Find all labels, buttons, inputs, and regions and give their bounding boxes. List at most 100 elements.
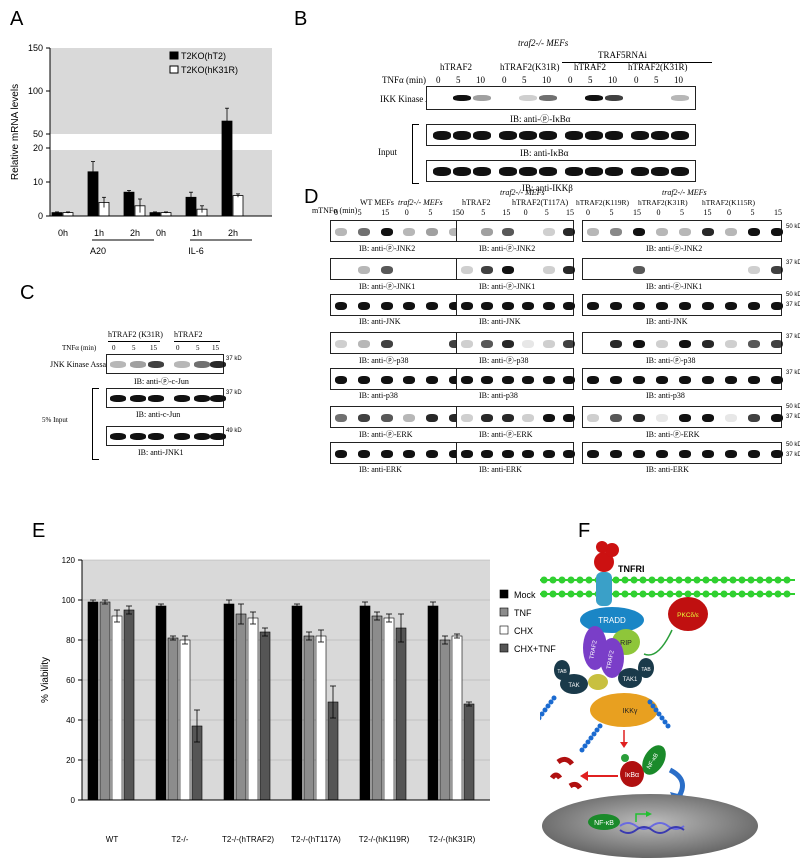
ubiquitin-icon — [591, 731, 597, 737]
blot-band — [357, 340, 370, 348]
bar — [291, 605, 303, 801]
c-caption-1: IB: anti-ⓟ-c-Jun — [134, 377, 189, 386]
b-input-label: Input — [378, 147, 397, 157]
blot-band — [725, 340, 737, 348]
blot-band — [110, 433, 126, 440]
legend-swatch — [499, 625, 509, 635]
b-caption-2: IB: anti-IκBα — [520, 148, 569, 158]
blot-band — [449, 450, 461, 458]
d-caption: IB: anti-ⓟ-JNK1 — [646, 282, 703, 291]
y-tick-label: 100 — [28, 86, 43, 96]
x-tick-label: WT — [106, 835, 119, 844]
d-blot-row-3 — [456, 332, 575, 354]
blot-band — [610, 376, 622, 384]
panel-f-diagram: TNFRI TRADD PKCδ/ε RIP TRAF2 TRAF2 TAK T… — [540, 541, 795, 858]
d-kd-marker: 37 kD — [786, 334, 800, 340]
d-caption: IB: anti-ⓟ-ERK — [479, 430, 533, 439]
blot-band — [656, 376, 668, 384]
blot-band — [771, 302, 783, 310]
c-lane-time: 5 — [132, 344, 136, 352]
d-caption: IB: anti-ERK — [479, 465, 522, 474]
blot-band — [130, 361, 146, 368]
x-tick-label: T2-/-(hT117A) — [291, 835, 341, 844]
y-tick-label: 50 — [33, 129, 43, 139]
blot-band — [449, 414, 461, 422]
blot-band — [563, 228, 575, 236]
blot-band — [702, 302, 714, 310]
d-col2-header: traf2-/- MEFs — [500, 188, 545, 197]
blot-band — [461, 302, 473, 310]
blot-band — [605, 95, 623, 101]
x-tick-label: 0h — [58, 228, 68, 238]
svg-text:RIP: RIP — [620, 640, 632, 647]
b-tnf-label: TNFα (min) — [382, 75, 426, 85]
c-lane-time: 0 — [176, 344, 180, 352]
blot-band — [380, 450, 393, 458]
x-group-a20: A20 — [90, 246, 106, 256]
y-tick-label: 100 — [62, 596, 76, 605]
svg-text:IKKγ: IKKγ — [623, 708, 638, 715]
blot-band — [473, 131, 491, 140]
b-blot-ikba — [426, 124, 696, 146]
ubiquitin-icon — [548, 699, 554, 705]
y-tick-label: 150 — [28, 43, 43, 53]
blot-band — [481, 266, 494, 274]
y-tick-label: 10 — [33, 177, 43, 187]
blot-band — [194, 361, 210, 368]
b-assay-label: IKK Kinase Assay — [380, 94, 447, 104]
blot-band — [542, 340, 555, 348]
svg-text:TRADD: TRADD — [598, 616, 626, 625]
d-lane-time: 0 — [404, 208, 409, 217]
blot-band — [563, 376, 575, 384]
legend-label: TNF — [514, 608, 532, 618]
blot-band — [449, 376, 461, 384]
blot-band — [499, 167, 517, 176]
d-caption: IB: anti-ⓟ-JNK2 — [479, 244, 536, 253]
blot-band — [563, 414, 575, 422]
b-caption-3: IB: anti-IKKβ — [522, 183, 573, 193]
legend-label: CHX+TNF — [514, 644, 556, 654]
d-kd-marker: 37 kD — [786, 302, 800, 308]
bar — [111, 615, 123, 801]
blot-band — [481, 340, 494, 348]
blot-band — [679, 340, 691, 348]
bar — [155, 605, 167, 801]
blot-band — [357, 266, 370, 274]
blot-band — [426, 450, 439, 458]
blot-band — [433, 167, 451, 176]
d-caption: IB: anti-JNK — [479, 317, 521, 326]
blot-band — [403, 376, 416, 384]
d-blot-row-1 — [456, 258, 575, 280]
blot-band — [357, 228, 370, 236]
svg-text:NF-κB: NF-κB — [594, 820, 614, 827]
y-tick-label: 20 — [33, 143, 43, 153]
blot-band — [453, 167, 471, 176]
d-blot-row-0 — [330, 220, 461, 242]
b-lane-time: 5 — [588, 75, 593, 85]
d-blot-row-0 — [582, 220, 783, 242]
d-col2-group-2: hTRAF2(T117A) — [512, 198, 569, 207]
d-caption: IB: anti-ⓟ-JNK1 — [479, 282, 536, 291]
d-kd-marker: 37 kD — [786, 452, 800, 458]
c-blot-pcjun — [106, 354, 226, 374]
blot-band — [335, 450, 347, 458]
bar — [235, 613, 247, 801]
blot-band — [702, 376, 714, 384]
ubiquitin-icon — [540, 711, 545, 717]
d-lane-time: 15 — [502, 208, 511, 217]
c-caption-2: IB: anti-c-Jun — [136, 410, 181, 419]
ubiquitin-icon — [647, 699, 653, 705]
blot-band — [585, 131, 603, 140]
blot-band — [357, 414, 370, 422]
blot-band — [563, 266, 575, 274]
d-blot-row-5 — [456, 406, 575, 428]
blot-band — [725, 228, 737, 236]
blot-band — [771, 340, 783, 348]
blot-band — [702, 228, 714, 236]
blot-band — [426, 414, 439, 422]
blot-band — [335, 414, 347, 422]
y-tick-label: 0 — [38, 211, 43, 221]
axis-break — [48, 134, 274, 150]
svg-text:TRAF2: TRAF2 — [606, 649, 615, 669]
